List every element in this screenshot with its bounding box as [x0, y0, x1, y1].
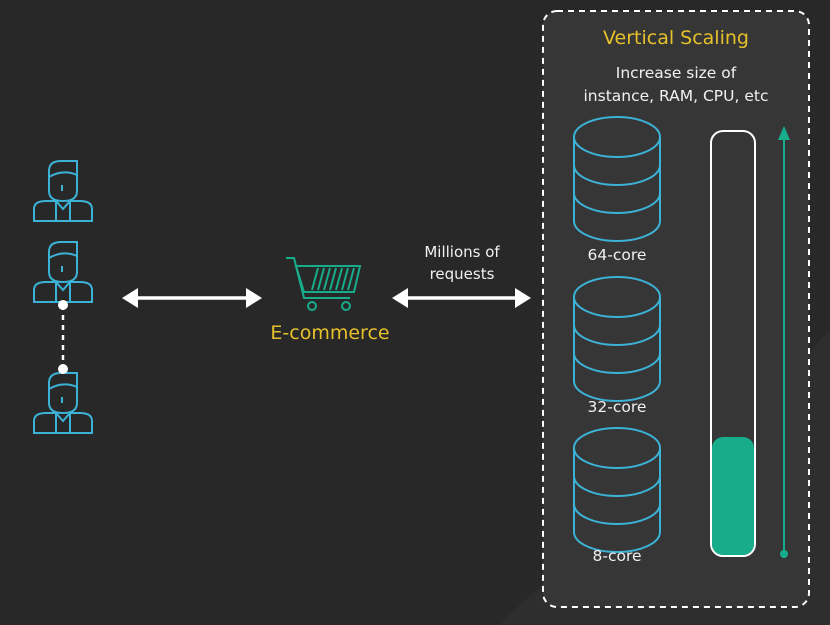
- scale-up-arrow: [778, 126, 790, 558]
- server-label-8-core: 8-core: [592, 547, 642, 565]
- user-icon: [33, 372, 93, 434]
- server-label-32-core: 32-core: [587, 398, 647, 416]
- shopping-cart-icon: [286, 257, 362, 311]
- connector-dot: [58, 300, 68, 310]
- capacity-bar-fill: [712, 437, 754, 555]
- panel-title: Vertical Scaling: [603, 27, 749, 49]
- double-arrow-ecommerce-servers: [392, 288, 531, 308]
- user-icon: [33, 241, 93, 303]
- panel-description: Increase size of instance, RAM, CPU, etc: [548, 62, 804, 108]
- connector-dot: [58, 364, 68, 374]
- server-label-64-core: 64-core: [587, 246, 647, 264]
- ecommerce-label: E-commerce: [270, 322, 390, 344]
- requests-line-2: requests: [429, 265, 495, 283]
- panel-desc-line-1: Increase size of: [615, 64, 737, 82]
- requests-label: Millions of requests: [392, 241, 532, 285]
- capacity-bar: [710, 130, 756, 557]
- requests-line-1: Millions of: [424, 243, 500, 261]
- double-arrow-users-ecommerce: [122, 288, 262, 308]
- panel-desc-line-2: instance, RAM, CPU, etc: [583, 87, 769, 105]
- user-icon: [33, 160, 93, 222]
